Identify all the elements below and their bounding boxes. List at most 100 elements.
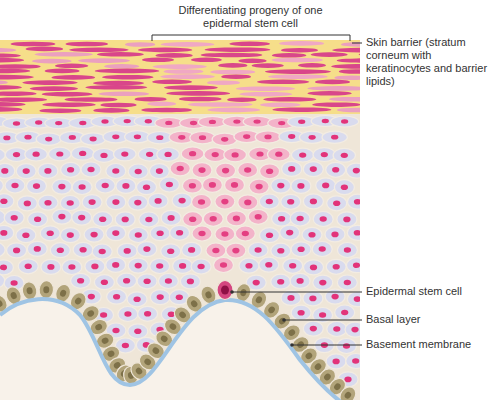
cell-nucleus	[354, 296, 360, 302]
keratinocyte-cell	[303, 194, 323, 209]
progeny-cell	[192, 226, 212, 241]
cell-nucleus	[157, 294, 164, 300]
corneocyte	[104, 64, 139, 69]
progeny-cell	[238, 163, 258, 178]
keratinocyte-cell	[322, 131, 347, 143]
cell-nucleus	[79, 121, 86, 125]
keratinocyte-cell	[281, 194, 301, 209]
corneocyte	[39, 108, 81, 113]
corneocyte	[279, 41, 324, 46]
cell-nucleus	[143, 184, 150, 190]
corneocyte	[164, 85, 218, 90]
keratinocyte-cell	[290, 211, 310, 226]
cell-nucleus	[3, 136, 10, 141]
cell-nucleus	[134, 329, 141, 335]
corneocyte	[141, 108, 192, 113]
cell-nucleus	[341, 310, 348, 316]
keratinocyte-cell	[0, 163, 15, 178]
corneocyte	[281, 48, 318, 53]
corneocyte	[191, 58, 222, 63]
basal-nucleus	[94, 323, 103, 332]
corneocyte	[35, 52, 93, 57]
cell-nucleus	[331, 232, 338, 238]
cell-nucleus	[11, 280, 18, 286]
cell-nucleus	[221, 231, 228, 237]
cell-nucleus	[189, 183, 196, 189]
cell-nucleus	[352, 358, 359, 364]
cell-nucleus	[320, 216, 327, 222]
corneocyte	[229, 42, 270, 47]
keratinocyte-cell	[337, 243, 357, 258]
cell-nucleus	[256, 151, 263, 156]
cell-nucleus	[333, 326, 340, 332]
cell-nucleus	[134, 134, 141, 139]
corneocyte	[125, 42, 155, 47]
cell-nucleus	[288, 134, 295, 139]
keratinocyte-cell	[41, 259, 61, 274]
progeny-cell	[224, 148, 247, 162]
corneocyte	[263, 97, 316, 102]
corneocyte	[166, 91, 230, 96]
keratinocyte-cell	[271, 243, 291, 258]
cell-nucleus	[156, 168, 163, 174]
keratinocyte-cell	[28, 212, 48, 227]
cell-nucleus	[47, 231, 54, 237]
corneocyte	[138, 48, 192, 53]
cell-nucleus	[187, 279, 194, 285]
corneocyte	[135, 97, 167, 102]
keratinocyte-cell	[347, 292, 360, 307]
progeny-cell	[214, 258, 234, 273]
keratinocyte-cell	[92, 244, 112, 259]
corneocyte	[329, 97, 360, 102]
cell-nucleus	[199, 135, 206, 140]
cell-nucleus	[209, 182, 216, 188]
cell-nucleus	[155, 198, 162, 204]
cell-nucleus	[167, 249, 174, 255]
keratinocyte-cell	[282, 161, 302, 176]
cell-nucleus	[297, 216, 304, 222]
keratinocyte-cell	[157, 148, 180, 162]
cell-nucleus	[333, 264, 340, 270]
corneocyte	[238, 59, 266, 64]
keratinocyte-cell	[139, 212, 159, 227]
cell-nucleus	[176, 294, 183, 300]
keratinocyte-cell	[115, 212, 135, 227]
cell-nucleus	[254, 119, 261, 123]
basal-nucleus	[240, 288, 248, 296]
corneocyte	[95, 69, 160, 74]
progeny-cell	[215, 194, 235, 209]
basal-nucleus	[43, 286, 49, 293]
basal-nucleus	[254, 295, 263, 304]
cell-nucleus	[333, 201, 340, 207]
cell-nucleus	[354, 199, 360, 205]
cell-nucleus	[298, 247, 305, 253]
cell-nucleus	[112, 328, 119, 334]
cell-nucleus	[58, 214, 65, 220]
cell-nucleus	[179, 263, 186, 269]
keratinocyte-cell	[116, 178, 136, 193]
cell-nucleus	[310, 166, 317, 172]
leader-line	[232, 292, 362, 293]
keratinocyte-cell	[72, 180, 92, 195]
progeny-cell	[192, 195, 212, 210]
corneocyte	[0, 102, 26, 107]
basal-nucleus	[278, 317, 287, 326]
cell-nucleus	[135, 169, 142, 175]
leader-dot	[282, 318, 286, 322]
cell-nucleus	[57, 247, 64, 253]
cell-nucleus	[91, 232, 98, 238]
cell-nucleus	[78, 215, 85, 221]
basal-nucleus	[267, 305, 276, 314]
leader-dot	[230, 290, 234, 294]
progeny-cell	[203, 211, 223, 226]
keratinocyte-cell	[128, 258, 148, 273]
cell-nucleus	[286, 230, 293, 236]
cell-nucleus	[102, 183, 109, 189]
keratinocyte-cell	[303, 321, 323, 336]
keratinocyte-cell	[172, 193, 192, 208]
progeny-cell	[243, 116, 271, 127]
keratinocyte-cell	[106, 257, 126, 272]
keratinocyte-cell	[128, 324, 148, 339]
progeny-cell	[202, 177, 222, 192]
corneocyte	[239, 92, 292, 97]
